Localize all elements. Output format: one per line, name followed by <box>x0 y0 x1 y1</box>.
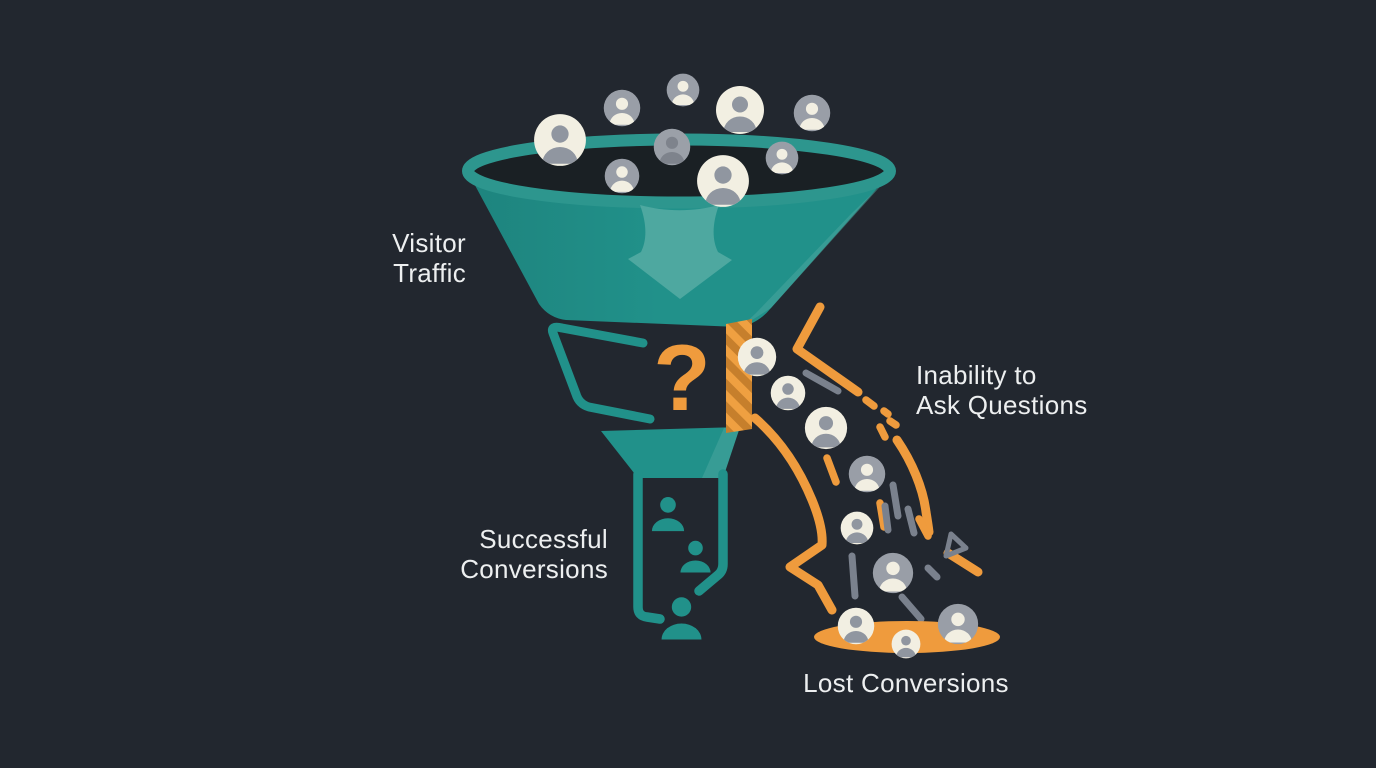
visitor-avatar-icon <box>697 155 749 207</box>
successful-conversions-label: Successful Conversions <box>408 524 608 584</box>
barrier-bar <box>726 319 752 433</box>
funnel-bowl-highlight <box>741 180 886 327</box>
leak-arrow-barb <box>943 548 983 577</box>
visitor-avatar-icon <box>604 90 640 126</box>
visitor-avatar-icon <box>716 86 764 134</box>
visitor-avatar-icon <box>667 74 700 107</box>
lost-user-avatar-icon <box>838 608 874 644</box>
visitor-traffic-label-line1: Visitor <box>392 228 466 258</box>
visitor-traffic-label: Visitor Traffic <box>266 228 466 288</box>
successful-conversions-label-line1: Successful <box>479 524 608 554</box>
lost-user-avatar-icon <box>771 376 806 411</box>
leak-arrow-right-edge <box>892 435 934 537</box>
visitor-avatar-icon <box>794 95 830 131</box>
leak-arrow-notch <box>792 302 863 397</box>
lost-conversions-label-text: Lost Conversions <box>803 668 1009 698</box>
lost-user-avatar-icon <box>841 512 874 545</box>
lost-user-avatar-icon <box>892 630 921 659</box>
funnel-neck-outline-right <box>694 469 728 596</box>
motion-dash-marks-orange <box>823 396 932 540</box>
lost-user-avatar-icon <box>849 456 885 492</box>
inability-to-ask-questions-label: Inability to Ask Questions <box>916 360 1156 420</box>
visitor-traffic-label-line2: Traffic <box>393 258 466 288</box>
lost-user-avatar-icon <box>805 407 847 449</box>
lost-user-avatar-icon <box>738 338 776 376</box>
visitor-avatar-icon <box>654 129 690 165</box>
debris-fragment <box>943 531 969 559</box>
down-arrow-icon <box>628 205 732 299</box>
funnel-cone <box>601 427 740 478</box>
lost-user-avatar-icon <box>873 553 913 593</box>
inability-label-line1: Inability to <box>916 360 1037 390</box>
visitor-avatar-icon <box>605 159 640 194</box>
question-mark: ? <box>653 325 711 430</box>
lost-conversions-label: Lost Conversions <box>781 668 1031 698</box>
visitor-avatar-icon <box>534 114 586 166</box>
visitor-avatar-icon <box>766 142 799 175</box>
funnel-neck-outline-left <box>633 469 665 624</box>
leak-arrow-left-edge <box>750 413 837 615</box>
converted-user-icon <box>680 540 711 573</box>
motion-dash-marks-gray <box>802 369 941 623</box>
leak-arrow-outline <box>750 302 983 615</box>
converted-user-icon <box>651 497 685 532</box>
funnel-cone-highlight <box>702 427 740 478</box>
converted-user-icon <box>661 597 702 640</box>
successful-conversions-label-line2: Conversions <box>460 554 608 584</box>
lost-user-avatar-icon <box>938 604 978 644</box>
funnel-wall-outline <box>547 322 655 424</box>
inability-label-line2: Ask Questions <box>916 390 1088 420</box>
